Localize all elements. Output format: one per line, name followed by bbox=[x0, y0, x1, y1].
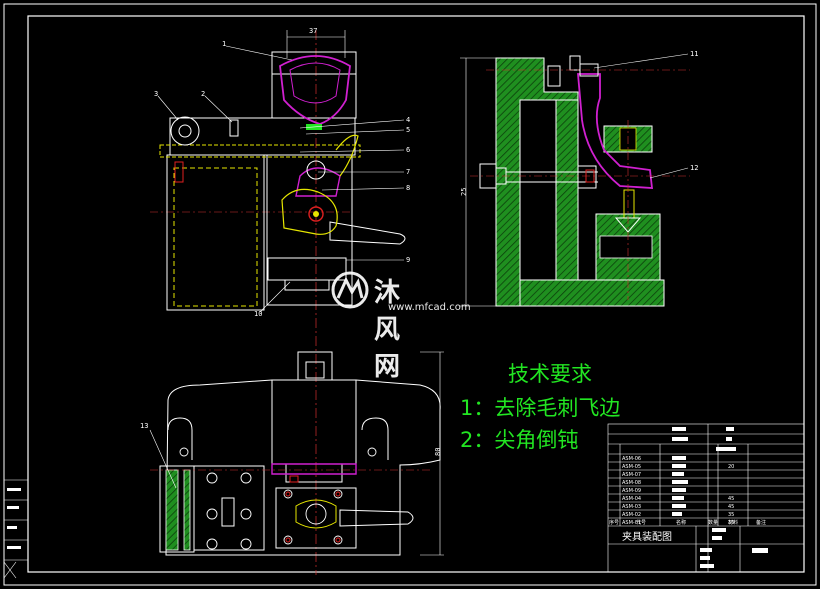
top-view-magenta bbox=[271, 463, 357, 475]
side-small-parts bbox=[470, 69, 690, 300]
left-binding-strip bbox=[3, 479, 28, 579]
dim-37-label: 37 bbox=[309, 27, 317, 35]
title-block-col-headers: 序号 代号 名称 数量 材料 备注 bbox=[609, 519, 766, 526]
side-lever-magenta bbox=[577, 73, 654, 189]
front-leaders bbox=[157, 45, 405, 313]
watermark-logo-icon bbox=[331, 271, 369, 309]
dimension-80 bbox=[420, 351, 444, 556]
front-link-magenta bbox=[295, 167, 341, 197]
svg-text:20: 20 bbox=[728, 464, 734, 470]
svg-text:材料: 材料 bbox=[728, 519, 738, 526]
requirement-item-1: 1：去除毛刺飞边 bbox=[460, 396, 621, 420]
svg-text:10: 10 bbox=[254, 310, 262, 318]
front-cam-yellow bbox=[281, 188, 338, 235]
left-strip-marks bbox=[7, 488, 21, 549]
svg-text:代号: 代号 bbox=[636, 519, 646, 526]
drawing-title: 夹具装配图 bbox=[622, 530, 672, 543]
inner-frame bbox=[27, 15, 805, 573]
title-block-marks bbox=[672, 427, 768, 568]
svg-text:名称: 名称 bbox=[676, 519, 686, 526]
svg-text:ASM-07: ASM-07 bbox=[622, 472, 641, 478]
top-view-yellow bbox=[295, 499, 337, 529]
svg-text:ASM-04: ASM-04 bbox=[622, 496, 641, 502]
front-roller bbox=[306, 160, 326, 180]
dimension-25 bbox=[460, 57, 496, 307]
svg-text:8: 8 bbox=[406, 184, 410, 192]
watermark-brand: 沐风网 bbox=[374, 278, 404, 382]
svg-text:6: 6 bbox=[406, 146, 410, 154]
dimension-37 bbox=[286, 30, 346, 58]
label-12: 12 bbox=[690, 164, 698, 172]
svg-text:ASM-01: ASM-01 bbox=[622, 520, 641, 526]
svg-text:ASM-03: ASM-03 bbox=[622, 504, 641, 510]
svg-text:9: 9 bbox=[406, 256, 410, 264]
title-block bbox=[607, 423, 805, 573]
title-block-materials: 20 45 45 35 35 bbox=[728, 464, 734, 526]
svg-text:数量: 数量 bbox=[708, 519, 718, 526]
svg-text:45: 45 bbox=[728, 504, 734, 510]
dim-25-label: 25 bbox=[460, 188, 468, 196]
svg-text:ASM-02: ASM-02 bbox=[622, 512, 641, 518]
svg-text:序号: 序号 bbox=[609, 519, 619, 526]
front-clamp-magenta-inner bbox=[289, 62, 341, 104]
svg-text:ASM-06: ASM-06 bbox=[622, 456, 641, 462]
requirement-item-2: 2：尖角倒钝 bbox=[460, 428, 579, 452]
front-part-labels: 1 2 3 4 5 6 7 8 9 10 bbox=[154, 40, 410, 318]
requirements-heading: 技术要求 bbox=[508, 362, 592, 386]
svg-text:45: 45 bbox=[728, 496, 734, 502]
svg-text:2: 2 bbox=[201, 90, 205, 98]
svg-text:4: 4 bbox=[406, 116, 410, 124]
front-side-lever-yellow bbox=[335, 134, 359, 177]
svg-text:ASM-05: ASM-05 bbox=[622, 464, 641, 470]
top-view-hatched-strip bbox=[165, 469, 191, 551]
outer-border bbox=[3, 3, 817, 586]
watermark-url: www.mfcad.com bbox=[388, 302, 471, 313]
dim-80-label: 80 bbox=[434, 448, 442, 456]
top-view-bolts bbox=[179, 447, 377, 550]
cam-pivot bbox=[308, 206, 324, 222]
svg-text:ASM-08: ASM-08 bbox=[622, 480, 641, 486]
svg-text:35: 35 bbox=[728, 512, 734, 518]
label-13: 13 bbox=[140, 422, 148, 430]
front-clamp-magenta bbox=[279, 55, 351, 125]
top-view-red-marks bbox=[285, 475, 341, 543]
label-11: 11 bbox=[690, 50, 698, 58]
svg-text:35: 35 bbox=[728, 520, 734, 526]
svg-text:ASM-09: ASM-09 bbox=[622, 488, 641, 494]
svg-text:3: 3 bbox=[154, 90, 158, 98]
svg-text:1: 1 bbox=[222, 40, 226, 48]
svg-text:5: 5 bbox=[406, 126, 410, 134]
svg-text:备注: 备注 bbox=[756, 519, 766, 526]
svg-text:7: 7 bbox=[406, 168, 410, 176]
title-block-codes: ASM-06 ASM-05 ASM-07 ASM-08 ASM-09 ASM-0… bbox=[622, 456, 641, 526]
